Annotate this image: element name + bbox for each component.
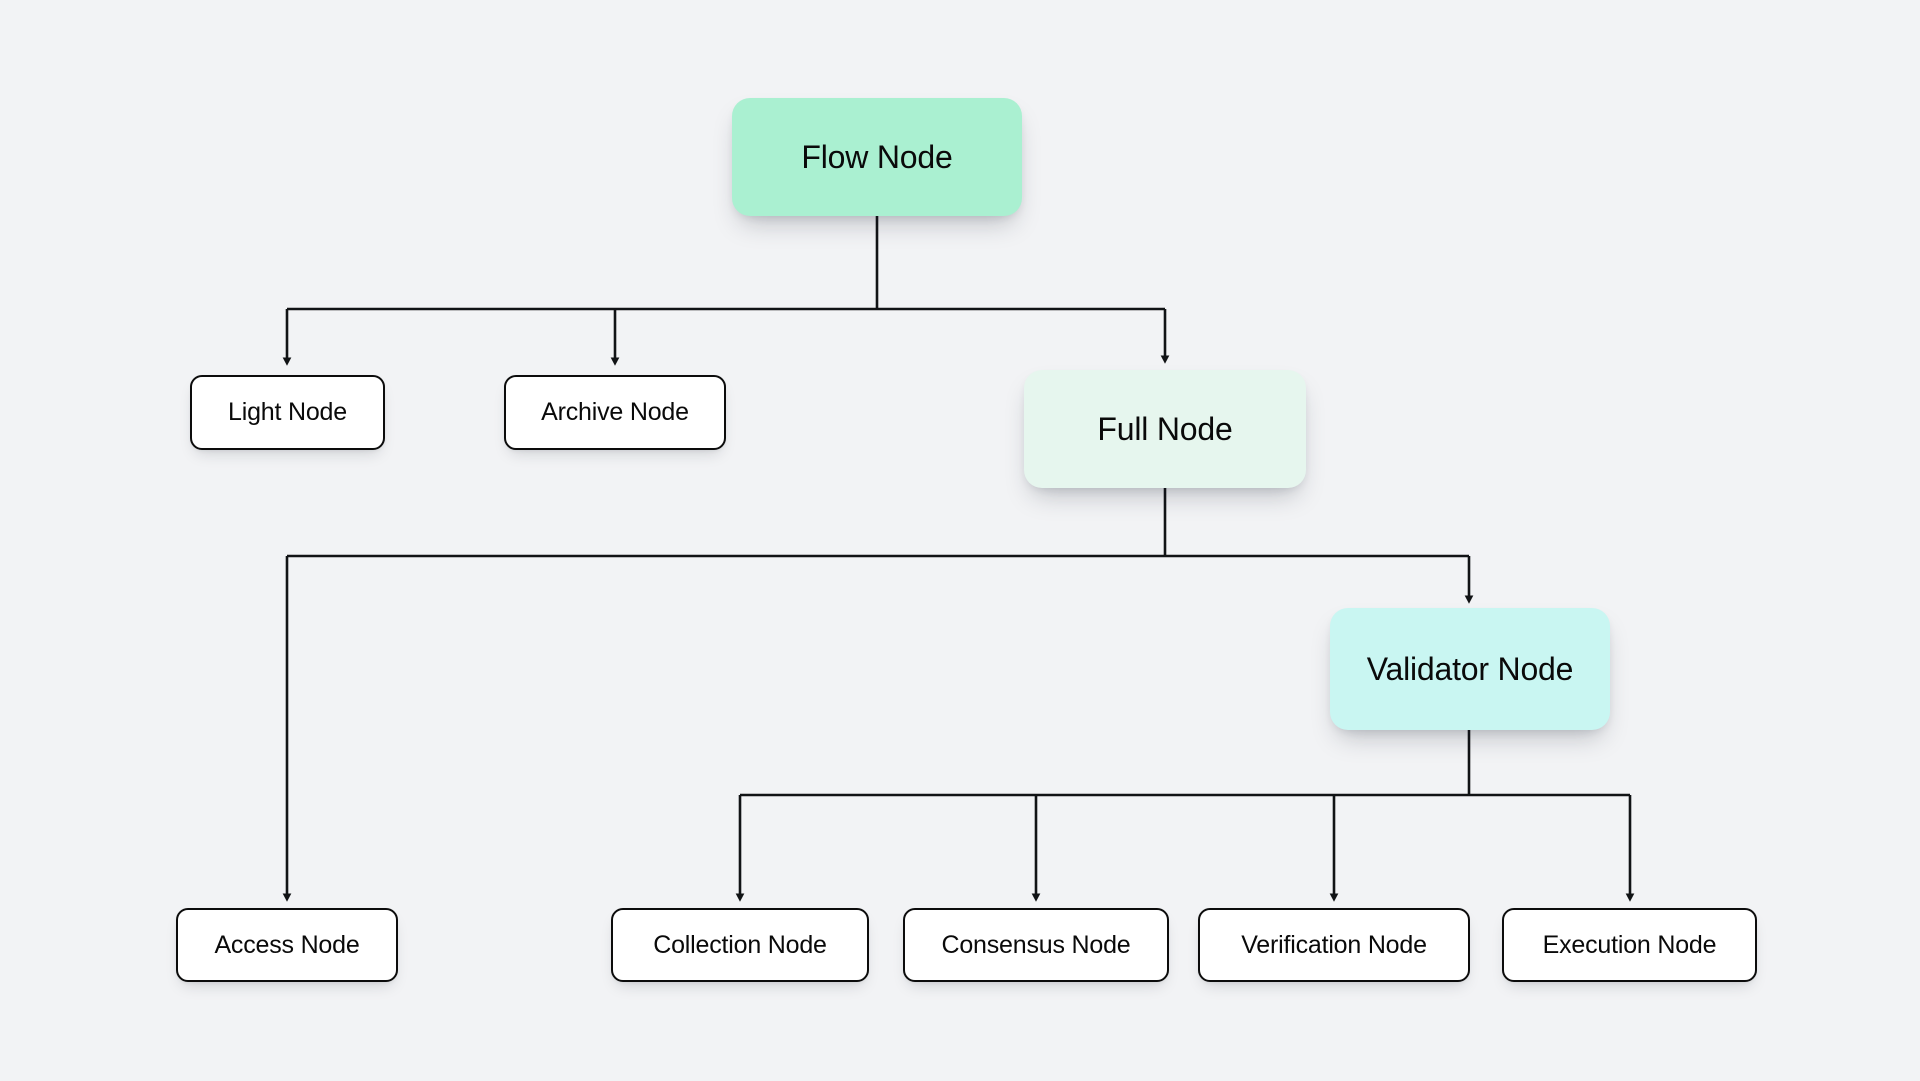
node-flow[interactable]: Flow Node	[732, 98, 1022, 216]
node-full[interactable]: Full Node	[1024, 370, 1306, 488]
node-execution[interactable]: Execution Node	[1502, 908, 1757, 982]
node-collection[interactable]: Collection Node	[611, 908, 869, 982]
node-consensus[interactable]: Consensus Node	[903, 908, 1169, 982]
node-archive[interactable]: Archive Node	[504, 375, 726, 450]
node-light[interactable]: Light Node	[190, 375, 385, 450]
node-verification[interactable]: Verification Node	[1198, 908, 1470, 982]
node-access[interactable]: Access Node	[176, 908, 398, 982]
node-validator[interactable]: Validator Node	[1330, 608, 1610, 730]
